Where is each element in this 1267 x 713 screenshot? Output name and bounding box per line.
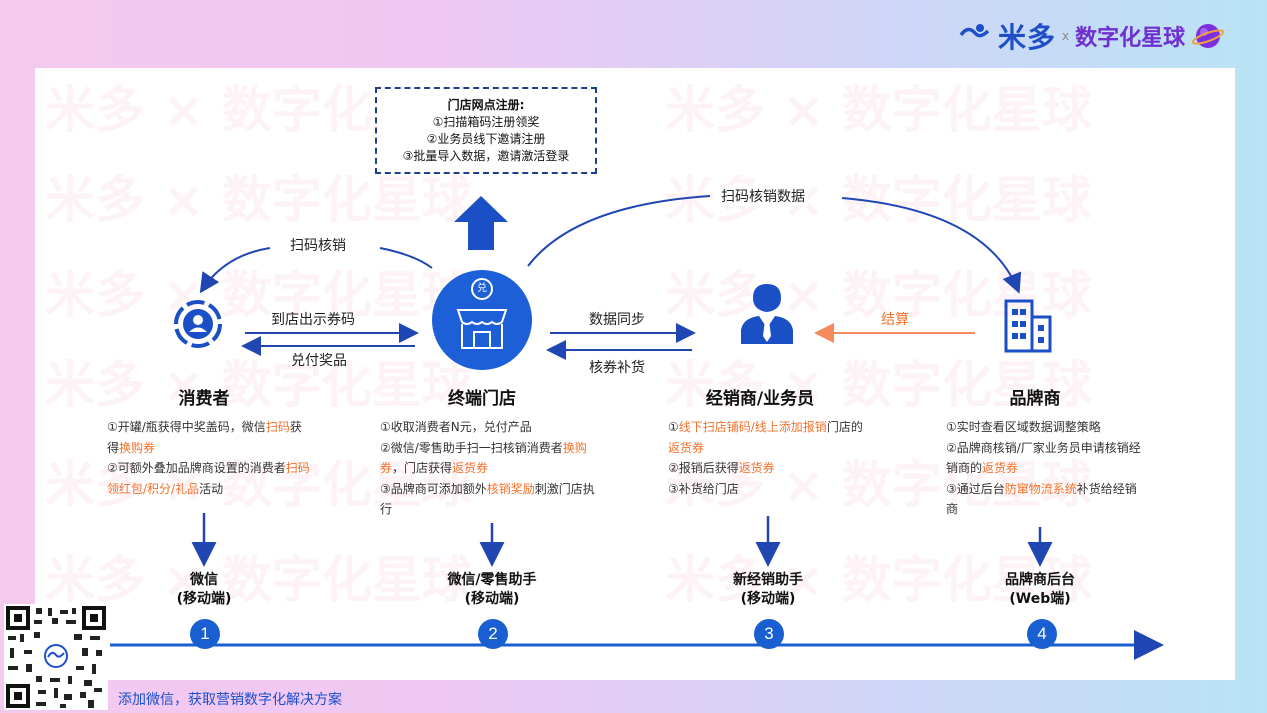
label-redeem-prize: 兑付奖品 [291,353,347,369]
desc-text: 补货给经销商 [946,481,1137,517]
store-icon-text: 兑 [477,283,487,294]
label-scan-data: 扫码核销数据 [718,186,808,206]
diagram-panel [35,68,1235,680]
app-label-line: 微信/零售助手 [447,572,537,588]
desc-line: ①开罐/瓶获得中奖盖码，微信扫码获得换购券 [107,417,312,458]
registration-line: ①扫描箱码注册领奖 [432,115,540,129]
highlight-text: 返货券 [452,461,489,475]
scan-data-arc-left [527,195,711,267]
desc-text: ①开罐/瓶获得中奖盖码，微信 [107,420,266,434]
desc-line: ①收取消费者N元，兑付产品 [380,417,595,438]
node-title-consumer: 消费者 [178,389,230,409]
footer-cta: 添加微信，获取营销数字化解决方案 [118,692,342,708]
store-registration-box: 门店网点注册: ①扫描箱码注册领奖 ②业务员线下邀请注册 ③批量导入数据，邀请激… [375,87,597,174]
qr-code-icon [6,606,106,708]
desc-text: 刺激门店执行 [380,481,595,517]
desc-text: ①实时查看区域数据调整策略 [946,420,1101,434]
label-show-coupon: 到店出示券码 [271,312,355,328]
node-title-distributor: 经销商/业务员 [705,389,815,409]
brand-separator: x [1062,29,1070,43]
store-icon [456,278,508,349]
desc-line: ②微信/零售助手扫一扫核销消费者换购券，门店获得返货券 [380,438,595,479]
highlight-text: 换购券 [380,440,587,476]
app-label-line: (Web端) [1009,591,1071,607]
label-scan-verify: 扫码核销 [288,235,348,255]
app-label-line: (移动端) [464,591,520,607]
registration-line: ②业务员线下邀请注册 [426,132,546,146]
app-label-line: 品牌商后台 [1005,572,1075,588]
app-label-line: 微信 [190,572,218,588]
desc-line: ②品牌商核销/厂家业务员申请核销经销商的返货券 [946,438,1144,479]
highlight-text: 换购券 [119,440,156,455]
label-settle: 结算 [881,312,909,328]
qr-code [4,604,108,710]
brand-mi: 米多 [998,21,1057,54]
scan-verify-line [379,247,433,269]
desc-text: ①收取消费者N元，兑付产品 [380,420,532,434]
app-label-store: 微信/零售助手 (移动端) [427,571,557,609]
desc-text: ③品牌商可添加额外 [380,481,487,496]
registration-line: ③批量导入数据，邀请激活登录 [402,149,570,163]
highlight-text: 防窜物流系统 [1004,481,1077,496]
up-arrow-icon [454,196,508,250]
desc-text: ③通过后台 [946,481,1005,496]
app-label-brand: 品牌商后台 (Web端) [990,571,1090,609]
scan-verify-arrow [199,247,271,294]
desc-text: ②微信/零售助手扫一扫核销消费者 [380,440,563,455]
midoo-logo-icon [959,24,990,38]
desc-text: ②品牌商核销/厂家业务员申请核销经销商的 [946,440,1141,476]
step-number: 2 [478,619,508,649]
desc-text: 门店的 [826,420,863,434]
label-restock: 核券补货 [589,360,645,376]
highlight-text: 返货券 [982,461,1019,475]
desc-text: ②可额外叠加品牌商设置的消费者 [107,461,286,475]
desc-text: ① [668,420,679,434]
step-number: 4 [1027,619,1057,649]
desc-line: ①实时查看区域数据调整策略 [946,417,1144,438]
desc-store: ①收取消费者N元，兑付产品 ②微信/零售助手扫一扫核销消费者换购券，门店获得返货券… [380,417,595,520]
highlight-text: 线下扫店铺码/线上添加报销 [678,420,827,434]
app-label-line: (移动端) [740,591,796,607]
planet-icon [1192,24,1225,48]
highlight-text: 返货券 [668,440,705,455]
building-icon [1004,299,1052,353]
label-data-sync: 数据同步 [589,312,645,328]
desc-text: ，门店获得 [392,461,453,475]
brand-planet: 数字化星球 [1075,26,1186,51]
highlight-text: 扫码领红包/积分/礼品 [107,461,310,496]
highlight-text: 返货券 [738,461,775,475]
desc-text: 活动 [199,481,224,496]
store-icon-bg [432,270,532,370]
app-label-consumer: 微信 (移动端) [154,571,254,609]
desc-line: ①线下扫店铺码/线上添加报销门店的返货券 [668,417,868,458]
businessman-icon [741,284,793,344]
desc-text: ③补货给门店 [668,481,739,496]
desc-text: 获得 [107,420,302,455]
desc-line: ③通过后台防窜物流系统补货给经销商 [946,479,1144,520]
highlight-text: 扫码 [265,420,290,434]
desc-text: ②报销后获得 [668,461,739,475]
desc-line: ③品牌商可添加额外核销奖励刺激门店执行 [380,479,595,520]
node-title-store: 终端门店 [448,389,516,409]
registration-title: 门店网点注册: [447,98,525,112]
step-number: 1 [190,619,220,649]
desc-line: ③补货给门店 [668,479,868,500]
scan-data-arc-right [841,197,1022,294]
brand-header: 米多 x 数字化星球 [958,16,1225,56]
app-label-line: 新经销助手 [733,572,803,588]
desc-line: ②报销后获得返货券 [668,458,868,479]
consumer-icon [174,300,222,348]
node-title-brand: 品牌商 [1009,389,1061,409]
step-number: 3 [754,619,784,649]
desc-line: ②可额外叠加品牌商设置的消费者扫码领红包/积分/礼品活动 [107,458,312,499]
app-label-distributor: 新经销助手 (移动端) [708,571,828,609]
highlight-text: 核销奖励 [486,481,535,496]
app-label-line: (移动端) [176,591,232,607]
